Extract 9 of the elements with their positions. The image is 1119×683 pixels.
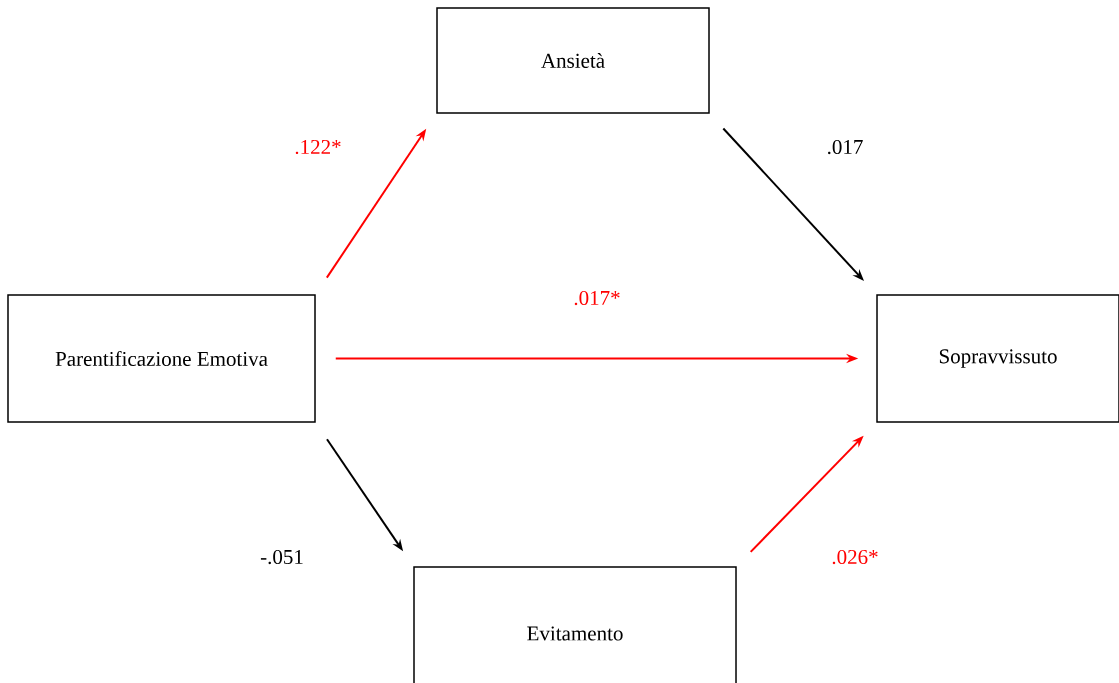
edge-label: -.051 — [258, 547, 306, 567]
box: Parentificazione Emotiva — [7, 294, 316, 423]
box: Sopravvissuto — [876, 294, 1119, 423]
edge-label: .017* — [571, 288, 623, 308]
box: Evitamento — [413, 566, 737, 683]
edge-label: .017 — [824, 137, 866, 157]
edge-label: .122* — [292, 137, 344, 157]
edge-label: .026* — [829, 547, 881, 567]
box: Ansietà — [436, 7, 710, 114]
